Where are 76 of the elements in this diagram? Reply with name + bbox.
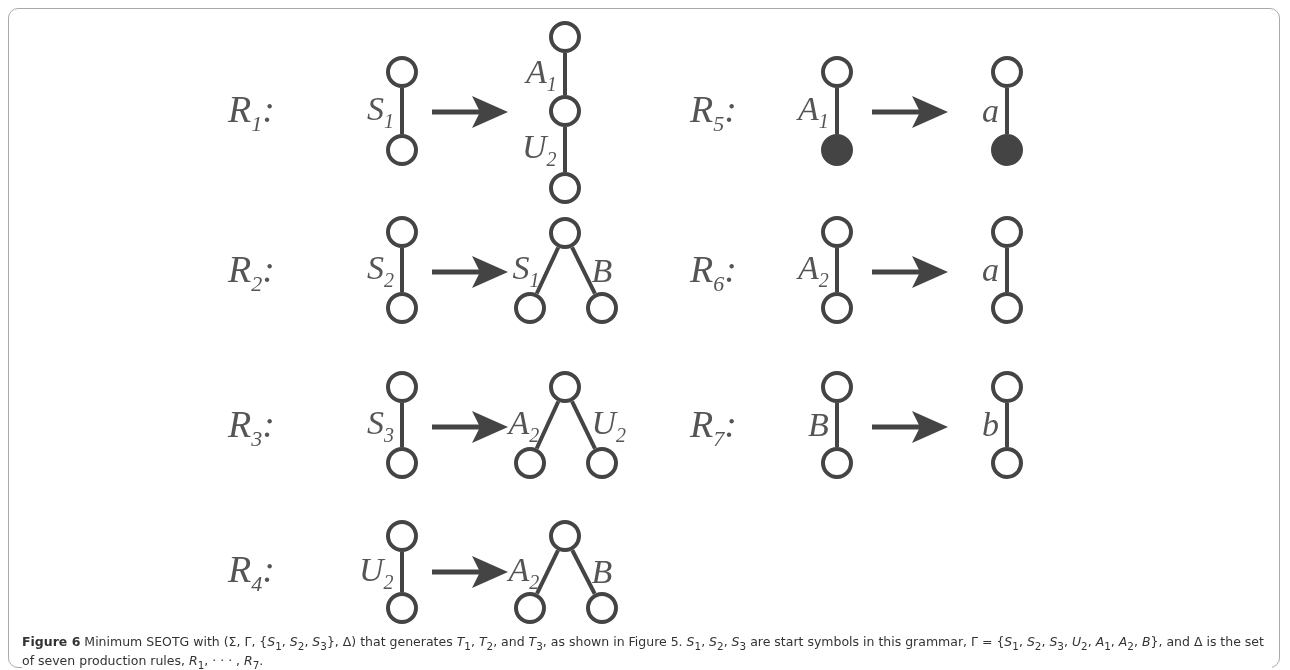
vertex-circle — [386, 371, 418, 403]
vertex-circle — [386, 134, 418, 166]
vertex-circle — [991, 56, 1023, 88]
rule-label: R$_{7}$: — [690, 404, 737, 450]
edge-line — [400, 552, 404, 592]
vertex-circle — [549, 371, 581, 403]
edge-line — [1005, 88, 1009, 134]
rule-label: R$_{2}$: — [228, 249, 275, 295]
vertex-circle — [821, 371, 853, 403]
vertex-circle — [586, 592, 618, 624]
rule-label: R$_{3}$: — [228, 404, 275, 450]
vertex-circle — [586, 292, 618, 324]
edge-label: a — [982, 253, 999, 287]
vertex-circle — [514, 292, 546, 324]
edge-line — [1005, 248, 1009, 292]
rule-label: R$_{4}$: — [228, 549, 275, 595]
vertex-circle — [386, 520, 418, 552]
edge-label: A$_{2}$ — [798, 250, 829, 290]
vertex-circle — [991, 447, 1023, 479]
edge-line — [1005, 403, 1009, 447]
vertex-circle — [549, 21, 581, 53]
edge-label: S$_{1}$ — [512, 251, 540, 290]
edge-label: A$_{2}$ — [508, 405, 540, 445]
edge-line — [534, 246, 561, 295]
edge-line — [570, 246, 597, 295]
edge-label: b — [982, 408, 999, 442]
edge-label: S$_{3}$ — [367, 405, 394, 445]
filled-vertex — [991, 134, 1023, 166]
edge-line — [400, 403, 404, 447]
edge-line — [570, 400, 597, 450]
rule-label: R$_{6}$: — [690, 249, 737, 295]
vertex-circle — [386, 216, 418, 248]
edge-line — [563, 53, 567, 95]
filled-vertex — [821, 134, 853, 166]
edge-label: a — [982, 94, 999, 128]
vertex-circle — [549, 172, 581, 204]
vertex-circle — [991, 292, 1023, 324]
rule-label: R$_{1}$: — [228, 89, 275, 135]
edge-label: B — [591, 555, 613, 589]
edge-label: A$_{1}$ — [798, 91, 829, 131]
edge-line — [534, 400, 561, 450]
vertex-circle — [549, 95, 581, 127]
vertex-circle — [991, 371, 1023, 403]
edge-line — [570, 549, 597, 595]
edge-label: S$_{2}$ — [367, 250, 394, 290]
edge-line — [535, 549, 560, 595]
vertex-circle — [821, 447, 853, 479]
vertex-circle — [821, 56, 853, 88]
vertex-circle — [586, 447, 618, 479]
edge-line — [563, 127, 567, 172]
edge-line — [400, 88, 404, 134]
edge-line — [835, 248, 839, 292]
edge-label: U$_{2}$ — [359, 552, 394, 592]
vertex-circle — [821, 216, 853, 248]
figure-caption: Figure 6 Minimum SEOTG with (Σ, Γ, {S$_{1}$, S$_{2}$, S$_{3}$}, Δ) that generates T$_{1}$, T$_{2}$, and T$_{3}$, as shown in Figure 5. S$_{1}$, S$_{2}$, S$_{3}$ are start symbols in this grammar, Γ = {S$_{1}$, S$_{2}$, S$_{3}$, U$_{2}$, A$_{1}$, A$_{2}$, B}, and Δ is the set of seven production rules, R$_{1}$, · · · , R$_{7}$. — [22, 634, 1272, 670]
vertex-circle — [549, 217, 581, 249]
vertex-circle — [549, 520, 581, 552]
vertex-circle — [821, 292, 853, 324]
edge-label: S$_{1}$ — [367, 91, 394, 131]
vertex-circle — [386, 592, 418, 624]
edge-label: B — [808, 408, 829, 442]
rule-label: R$_{5}$: — [690, 89, 737, 135]
vertex-circle — [386, 292, 418, 324]
edge-label: U$_{2}$ — [522, 130, 557, 169]
vertex-circle — [514, 447, 546, 479]
edge-line — [400, 248, 404, 292]
vertex-circle — [386, 56, 418, 88]
edge-line — [835, 88, 839, 134]
edge-label: B — [591, 253, 613, 288]
edge-label: A$_{1}$ — [526, 54, 557, 94]
edge-line — [835, 403, 839, 447]
edge-label: A$_{2}$ — [508, 552, 540, 592]
vertex-circle — [386, 447, 418, 479]
vertex-circle — [991, 216, 1023, 248]
edge-label: U$_{2}$ — [591, 405, 627, 445]
vertex-circle — [514, 592, 546, 624]
